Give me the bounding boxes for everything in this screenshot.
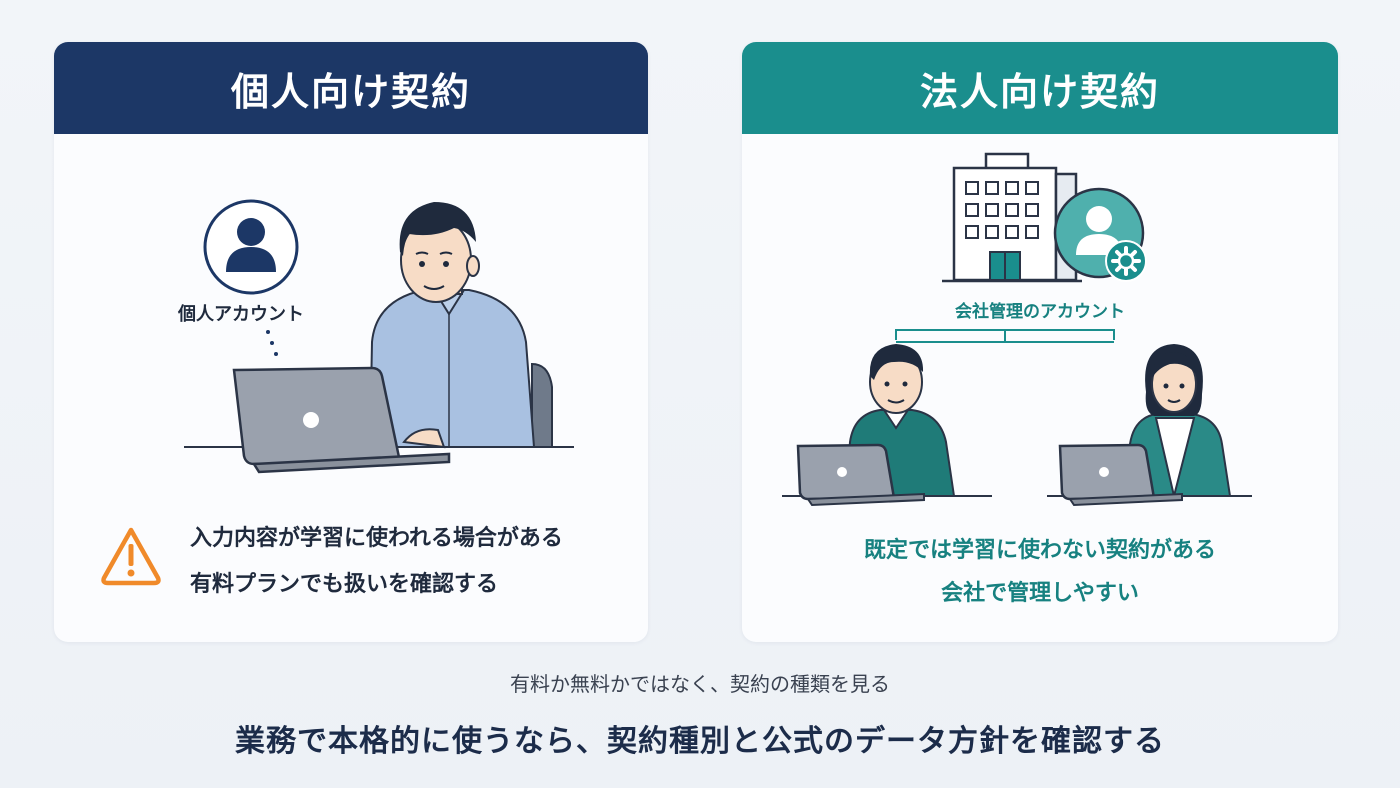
footer-subtitle: 有料か無料かではなく、契約の種類を見る xyxy=(510,672,890,696)
personal-account-label: 個人アカウント xyxy=(178,304,304,325)
footer-headline: 業務で本格的に使うなら、契約種別と公式のデータ方針を確認する xyxy=(235,724,1165,759)
laptop-icon xyxy=(796,443,925,507)
gear-icon xyxy=(1105,240,1147,282)
user-account-icon xyxy=(203,199,299,295)
laptop-icon xyxy=(1058,443,1183,507)
corporate-account-label: 会社管理のアカウント xyxy=(955,302,1125,322)
corporate-note-line-1: 既定では学習に使わない契約がある xyxy=(863,538,1216,563)
corporate-contract-title: 法人向け契約 xyxy=(742,42,1338,134)
personal-note-line-1: 入力内容が学習に使われる場合がある xyxy=(190,526,563,551)
laptop-icon xyxy=(232,366,451,474)
female-employee-figure xyxy=(1124,344,1232,497)
corporate-note-line-2: 会社で管理しやすい xyxy=(941,581,1139,606)
personal-contract-card: 個人向け契約 xyxy=(54,42,648,642)
personal-contract-title: 個人向け契約 xyxy=(54,42,648,134)
corporate-users-illustration xyxy=(782,152,1252,507)
corporate-contract-card: 法人向け契約 xyxy=(742,42,1338,642)
personal-user-illustration xyxy=(184,199,574,474)
personal-note-line-2: 有料プランでも扱いを確認する xyxy=(190,572,499,597)
